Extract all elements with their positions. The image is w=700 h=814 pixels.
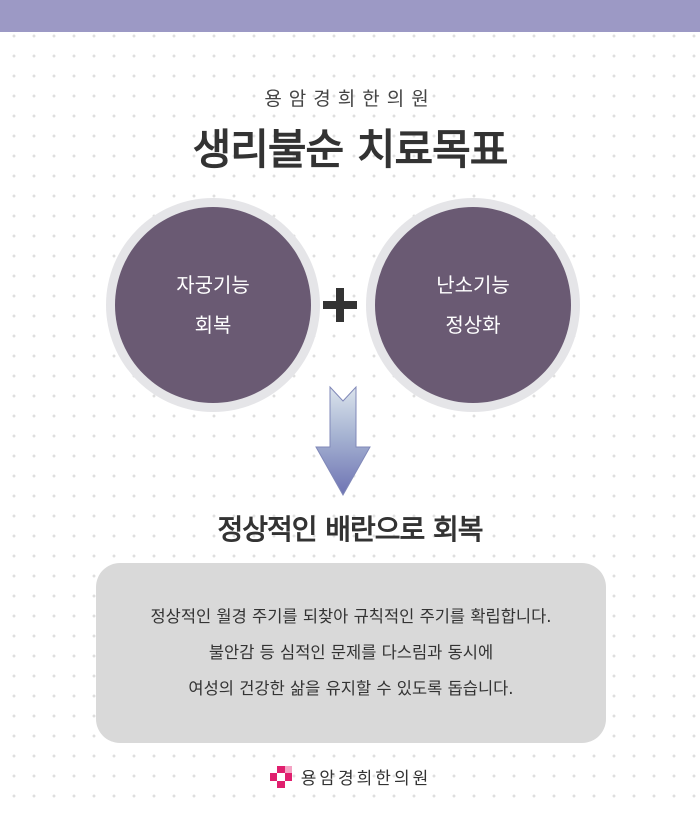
description-box: 정상적인 월경 주기를 되찾아 규칙적인 주기를 확립합니다. 불안감 등 심적… xyxy=(96,563,606,743)
goal-circle-inner: 난소기능 정상화 xyxy=(375,207,571,403)
goal-label-line2: 회복 xyxy=(194,313,232,337)
clinic-logo-icon xyxy=(269,765,292,788)
goal-label-line1: 난소기능 xyxy=(436,273,510,297)
clinic-name: 용암경희한의원 xyxy=(264,88,436,110)
description-line: 불안감 등 심적인 문제를 다스림과 동시에 xyxy=(208,643,494,662)
footer-clinic-name: 용암경희한의원 xyxy=(300,769,432,789)
page-title: 생리불순 치료목표 xyxy=(192,125,509,174)
goal-label-line1: 자궁기능 xyxy=(176,273,250,297)
description-line: 여성의 건강한 삶을 유지할 수 있도록 돕습니다. xyxy=(188,679,514,698)
result-title: 정상적인 배란으로 회복 xyxy=(217,513,483,546)
top-bar xyxy=(0,0,700,32)
arrow-down-icon xyxy=(315,385,371,497)
footer: 용암경희한의원 xyxy=(0,764,700,789)
goal-circle-uterus: 자궁기능 회복 xyxy=(106,198,320,412)
goal-circle-inner: 자궁기능 회복 xyxy=(115,207,311,403)
goal-label-line2: 정상화 xyxy=(445,313,501,337)
description-line: 정상적인 월경 주기를 되찾아 규칙적인 주기를 확립합니다. xyxy=(150,607,552,626)
goal-circle-ovary: 난소기능 정상화 xyxy=(366,198,580,412)
plus-icon xyxy=(323,288,357,322)
